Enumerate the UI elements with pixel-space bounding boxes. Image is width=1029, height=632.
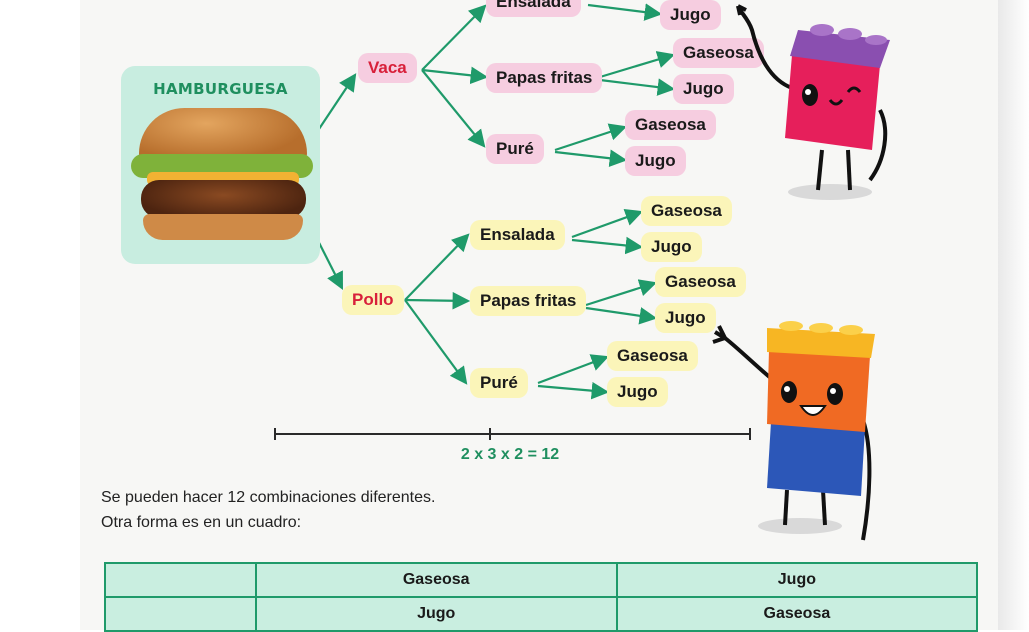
table-cell: Gaseosa	[254, 562, 618, 598]
leaf-pollo-ensalada-jugo: Jugo	[641, 232, 702, 262]
pink-block-character	[736, 4, 890, 200]
leaf-pollo-pure-gaseosa: Gaseosa	[607, 341, 698, 371]
arrow-vaca-pure-jugo	[554, 149, 628, 167]
arrow-pollo-pure	[404, 299, 468, 385]
arrow-vaca-ensalada	[421, 4, 487, 71]
leaf-vaca-pure-jugo: Jugo	[625, 146, 686, 176]
burger-card: HAMBURGUESA	[121, 66, 320, 264]
table-cell	[104, 596, 257, 632]
arrow-pollo-ensalada-jugo	[571, 236, 644, 255]
leaf-vaca-papas-gaseosa: Gaseosa	[673, 38, 764, 68]
node-vaca: Vaca	[358, 53, 417, 83]
arrow-vaca-pure	[421, 69, 486, 148]
arrow-vaca-papas-gaseosa	[599, 51, 676, 79]
measure-line	[274, 428, 751, 440]
burger-title: HAMBURGUESA	[153, 80, 288, 98]
node-pollo-papas: Papas fritas	[470, 286, 587, 316]
node-pollo-pure: Puré	[470, 368, 528, 398]
node-pollo-ensalada: Ensalada	[470, 220, 565, 250]
table-cell: Jugo	[254, 596, 618, 632]
arrow-pollo-papas-jugo	[585, 306, 658, 325]
table-cell: Jugo	[615, 562, 979, 598]
table-cell: Gaseosa	[615, 596, 979, 632]
page-edge	[998, 0, 1029, 630]
table-row: Jugo Gaseosa	[104, 596, 979, 632]
arrow-pollo-papas-gaseosa	[585, 279, 658, 307]
leaf-vaca-papas-jugo: Jugo	[673, 74, 734, 104]
arrow-vaca-ensalada-jugo	[587, 3, 663, 21]
leaf-vaca-pure-gaseosa: Gaseosa	[625, 110, 716, 140]
arrow-vaca-papas	[421, 66, 489, 85]
leaf-pollo-pure-jugo: Jugo	[607, 377, 668, 407]
node-pollo: Pollo	[342, 285, 404, 315]
table-row: Gaseosa Jugo	[104, 562, 979, 598]
leaf-vaca-ensalada-jugo: Jugo	[660, 0, 721, 30]
combination-table: Gaseosa Jugo Jugo Gaseosa	[104, 562, 979, 632]
table-cell	[104, 562, 257, 598]
formula-label: 2 x 3 x 2 = 12	[460, 446, 560, 463]
leaf-pollo-papas-jugo: Jugo	[655, 303, 716, 333]
node-vaca-pure: Puré	[486, 134, 544, 164]
arrow-pollo-ensalada	[404, 233, 470, 301]
leaf-pollo-papas-gaseosa: Gaseosa	[655, 267, 746, 297]
paragraph-line-1: Se pueden hacer 12 combinaciones diferen…	[101, 489, 436, 506]
arrow-pollo-papas	[404, 291, 471, 310]
arrow-pollo-pure-gaseosa	[537, 354, 610, 385]
arrow-pollo-ensalada-gaseosa	[571, 208, 644, 239]
arrow-pollo-pure-jugo	[537, 381, 610, 400]
node-vaca-ensalada: Ensalada	[486, 0, 581, 17]
arrow-vaca-pure-gaseosa	[554, 123, 628, 152]
arrow-vaca-papas-jugo	[599, 78, 676, 96]
paragraph-line-2: Otra forma es en un cuadro:	[101, 514, 302, 531]
node-vaca-papas: Papas fritas	[486, 63, 603, 93]
leaf-pollo-ensalada-gaseosa: Gaseosa	[641, 196, 732, 226]
orange-block-character	[712, 321, 875, 541]
